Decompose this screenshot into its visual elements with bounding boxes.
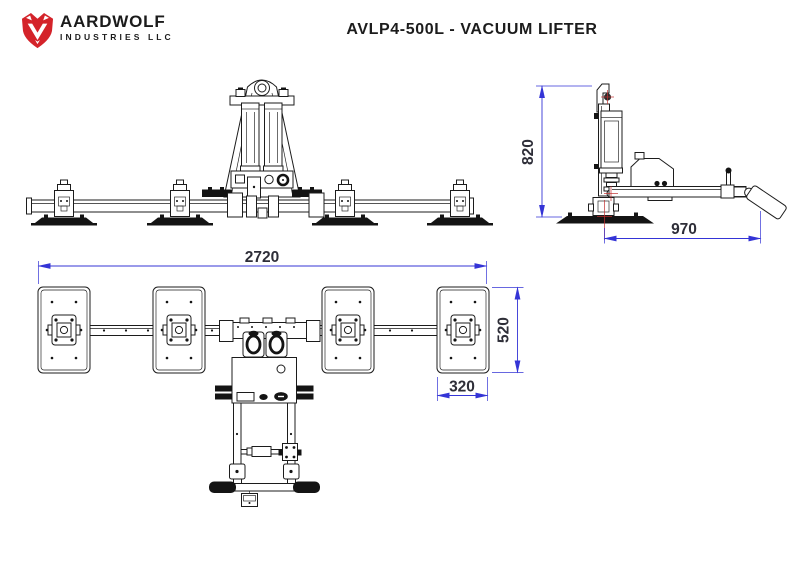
front-suction-unit	[31, 179, 97, 226]
plan-suction-pad	[321, 286, 375, 374]
logo-subtitle-text: INDUSTRIES LLC	[60, 32, 174, 42]
plan-view: 2720	[37, 249, 524, 507]
dim-overall-width-label: 2720	[245, 249, 279, 266]
aardwolf-head-icon	[21, 13, 54, 49]
dimension-pad-length: 520	[492, 286, 524, 374]
front-center-unit	[202, 79, 325, 219]
plan-suction-pad	[37, 286, 91, 374]
side-view: 820 970	[520, 83, 787, 244]
side-pump-housing	[630, 158, 674, 188]
front-suction-unit	[147, 179, 213, 226]
plan-suction-pad	[152, 286, 206, 374]
side-vacuum-tank	[600, 110, 623, 169]
dim-arm-reach-label: 970	[671, 221, 697, 238]
control-box	[230, 170, 294, 189]
vacuum-tank	[264, 102, 283, 169]
logo-brand-text: AARDWOLF	[60, 12, 166, 31]
plan-handle-grip	[293, 481, 320, 493]
page-title: AVLP4-500L - VACUUM LIFTER	[346, 21, 598, 38]
plan-suction-pad	[436, 286, 490, 374]
vacuum-gauge	[264, 174, 274, 185]
front-view	[26, 79, 493, 226]
vacuum-tank	[241, 102, 260, 169]
dimension-pad-width: 320	[436, 377, 489, 401]
dimension-arm-reach: 970	[603, 211, 762, 244]
front-suction-unit	[312, 179, 378, 226]
dimension-overall-height: 820	[520, 85, 592, 218]
company-logo: AARDWOLF INDUSTRIES LLC	[19, 10, 174, 49]
side-suction-pad	[556, 216, 654, 224]
dim-overall-height-label: 820	[520, 139, 537, 165]
plan-center-unit	[209, 317, 321, 507]
side-handle-grip	[746, 185, 787, 220]
side-handle-bar	[292, 189, 322, 197]
dim-pad-width-label: 320	[449, 379, 475, 396]
dimension-overall-width: 2720	[37, 249, 488, 284]
front-suction-unit	[427, 179, 493, 226]
vacuum-gauge	[276, 173, 290, 187]
plan-handle-grip	[209, 481, 236, 493]
dim-pad-length-label: 520	[496, 317, 513, 343]
side-handle-bar	[202, 189, 232, 197]
